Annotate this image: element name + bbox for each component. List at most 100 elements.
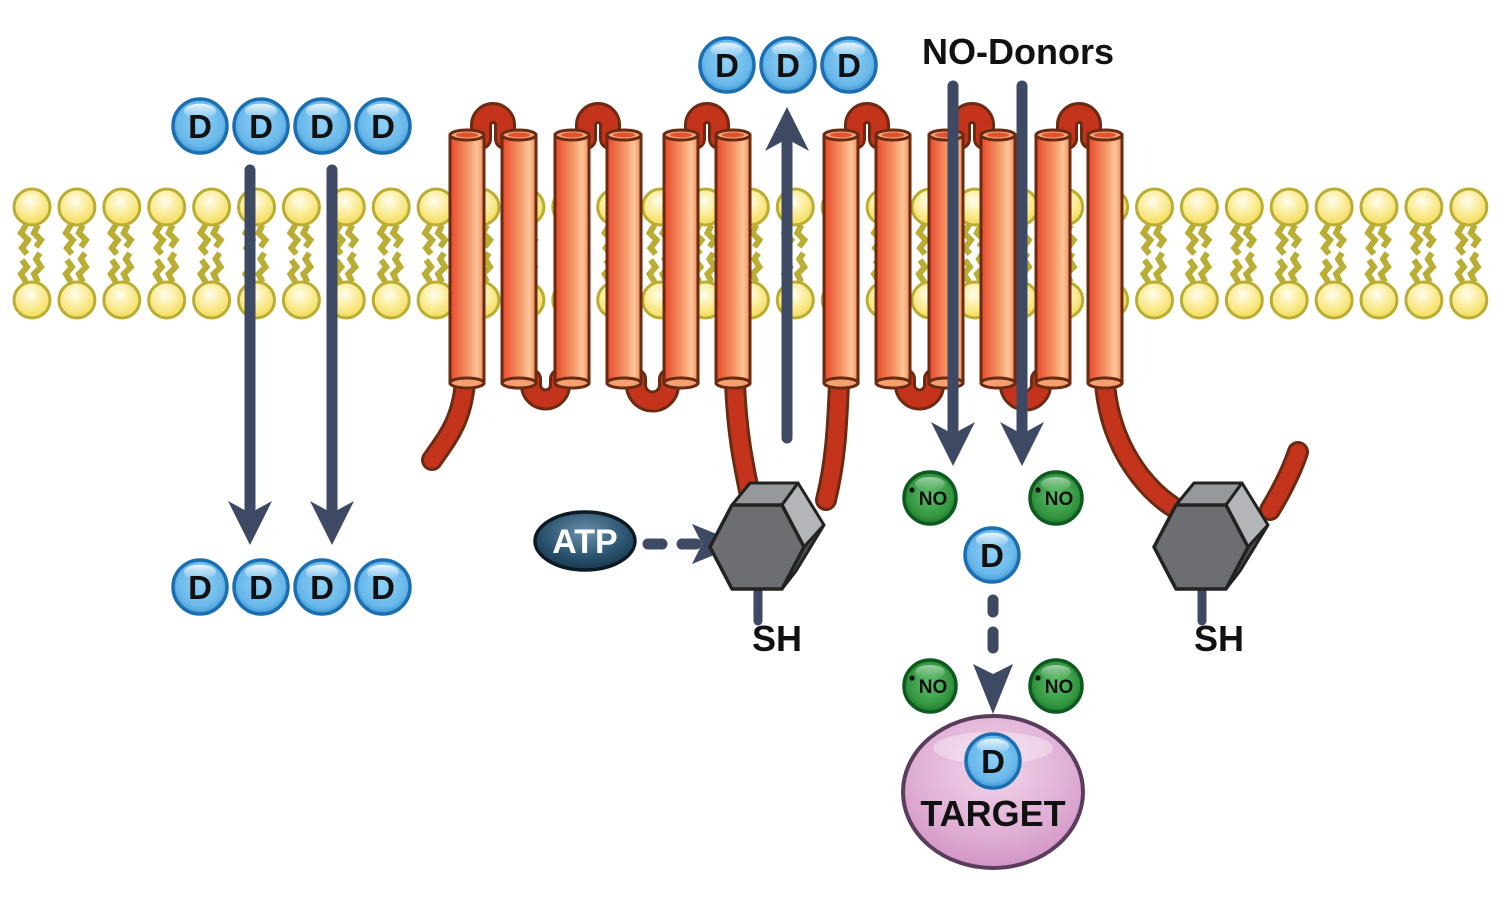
nbd-front-face bbox=[1152, 503, 1250, 591]
target-label: TARGET bbox=[920, 793, 1065, 834]
lipid-tail bbox=[748, 223, 764, 249]
drug-highlight bbox=[183, 564, 217, 580]
target-body bbox=[901, 714, 1085, 870]
arrow-head bbox=[765, 107, 809, 151]
helix-body bbox=[714, 133, 752, 385]
drug-label: D bbox=[310, 108, 334, 145]
lipid bbox=[147, 187, 187, 320]
lipid bbox=[281, 187, 321, 320]
lipid-head bbox=[1135, 280, 1174, 320]
lipid-head bbox=[281, 280, 321, 320]
lipid-tail bbox=[421, 223, 437, 256]
lipid-tail bbox=[389, 223, 405, 249]
transmembrane-helix bbox=[1086, 128, 1124, 390]
drug-label: D bbox=[310, 569, 334, 606]
helix-bottom-cap bbox=[1086, 376, 1124, 390]
lipid-tail bbox=[209, 251, 225, 284]
lipid bbox=[1135, 187, 1174, 320]
helix-body bbox=[1034, 133, 1072, 385]
lipid-head bbox=[1314, 187, 1354, 227]
lipid-tail bbox=[165, 251, 180, 284]
helix-bottom-cap bbox=[1034, 376, 1072, 390]
intracellular-loop bbox=[897, 371, 942, 408]
drug-label: D bbox=[188, 569, 212, 606]
drug-highlight bbox=[305, 564, 339, 580]
arrow-head bbox=[931, 422, 975, 466]
nitric-oxide-radical: NO bbox=[1028, 658, 1084, 714]
drug-label: D bbox=[776, 47, 800, 84]
lipid-tail bbox=[1422, 223, 1437, 249]
lipid-tail bbox=[793, 223, 809, 249]
helix-body bbox=[874, 133, 912, 385]
drug-label: D bbox=[981, 743, 1005, 780]
lipid-tail bbox=[1409, 223, 1424, 256]
helix-top-cap-inner bbox=[561, 132, 583, 138]
helix-top-cap-inner bbox=[508, 132, 530, 138]
lipid-head bbox=[1269, 280, 1309, 320]
lipid bbox=[12, 187, 52, 320]
transmembrane-helix bbox=[553, 128, 591, 390]
helix-top-cap-inner bbox=[670, 132, 692, 138]
helix-bottom-cap bbox=[662, 376, 700, 390]
radical-dot bbox=[1035, 675, 1041, 681]
transmembrane-helix bbox=[448, 128, 486, 390]
lipid bbox=[57, 187, 97, 320]
drug-extracellular: D bbox=[171, 97, 229, 155]
lipid-tail bbox=[209, 223, 225, 249]
arrow-no-donor-2 bbox=[1000, 80, 1044, 466]
lipid-tail bbox=[421, 258, 435, 284]
lipid-tail bbox=[1332, 223, 1348, 249]
no-label: NO bbox=[919, 489, 948, 510]
lipid-tail bbox=[75, 251, 90, 284]
lipid-tail bbox=[106, 223, 122, 256]
lipid-head bbox=[281, 187, 321, 227]
drug-highlight bbox=[976, 738, 1010, 754]
lipid-tail bbox=[1152, 223, 1168, 249]
lipid-tail bbox=[645, 258, 660, 284]
arrow-efflux bbox=[765, 107, 809, 444]
lipid-tail bbox=[1409, 258, 1423, 284]
lipid-tail bbox=[344, 223, 360, 249]
lipid bbox=[371, 187, 411, 320]
lipid-head bbox=[371, 280, 411, 320]
lipid-tail bbox=[299, 251, 315, 284]
drug-label: D bbox=[980, 537, 1004, 574]
lipid-head bbox=[1449, 187, 1489, 227]
drug-label: D bbox=[371, 569, 395, 606]
extracellular-loop bbox=[687, 105, 727, 147]
intracellular-loop bbox=[523, 371, 568, 408]
drug-highlight bbox=[305, 103, 339, 119]
helix-bottom-cap bbox=[714, 376, 752, 390]
lipid-tail bbox=[62, 258, 76, 284]
helix-top-cap-inner bbox=[722, 132, 744, 138]
drug-label: D bbox=[837, 47, 861, 84]
drug-label: D bbox=[188, 108, 212, 145]
lipid-tail bbox=[120, 251, 135, 284]
lipid-head bbox=[237, 187, 276, 227]
helix-bottom-cap bbox=[874, 376, 912, 390]
no-highlight bbox=[1041, 665, 1071, 679]
drug-highlight bbox=[975, 532, 1009, 548]
radical-dot bbox=[909, 675, 915, 681]
helix-top-cap-inner bbox=[882, 132, 904, 138]
nbd-right bbox=[1152, 481, 1270, 626]
lipid bbox=[1359, 187, 1399, 320]
lipid-head bbox=[1359, 280, 1399, 320]
lipid-tail bbox=[151, 223, 167, 256]
extracellular-loop bbox=[847, 105, 887, 147]
lipid-tail bbox=[376, 258, 391, 284]
lipid-tail bbox=[120, 223, 135, 249]
lipid-tail bbox=[331, 258, 346, 284]
extracellular-loop bbox=[1059, 105, 1099, 147]
lipid-tail bbox=[915, 258, 929, 284]
lipid-tail bbox=[1139, 223, 1155, 256]
lipid-tail bbox=[1332, 251, 1347, 284]
nucleotide-binding-domains bbox=[708, 481, 1270, 626]
lipid-head bbox=[1314, 280, 1354, 320]
drug-label: D bbox=[249, 569, 273, 606]
drug-label: D bbox=[371, 108, 395, 145]
lipid bbox=[237, 187, 276, 320]
lipid-tail bbox=[196, 258, 211, 284]
lipid-tail bbox=[299, 223, 315, 249]
